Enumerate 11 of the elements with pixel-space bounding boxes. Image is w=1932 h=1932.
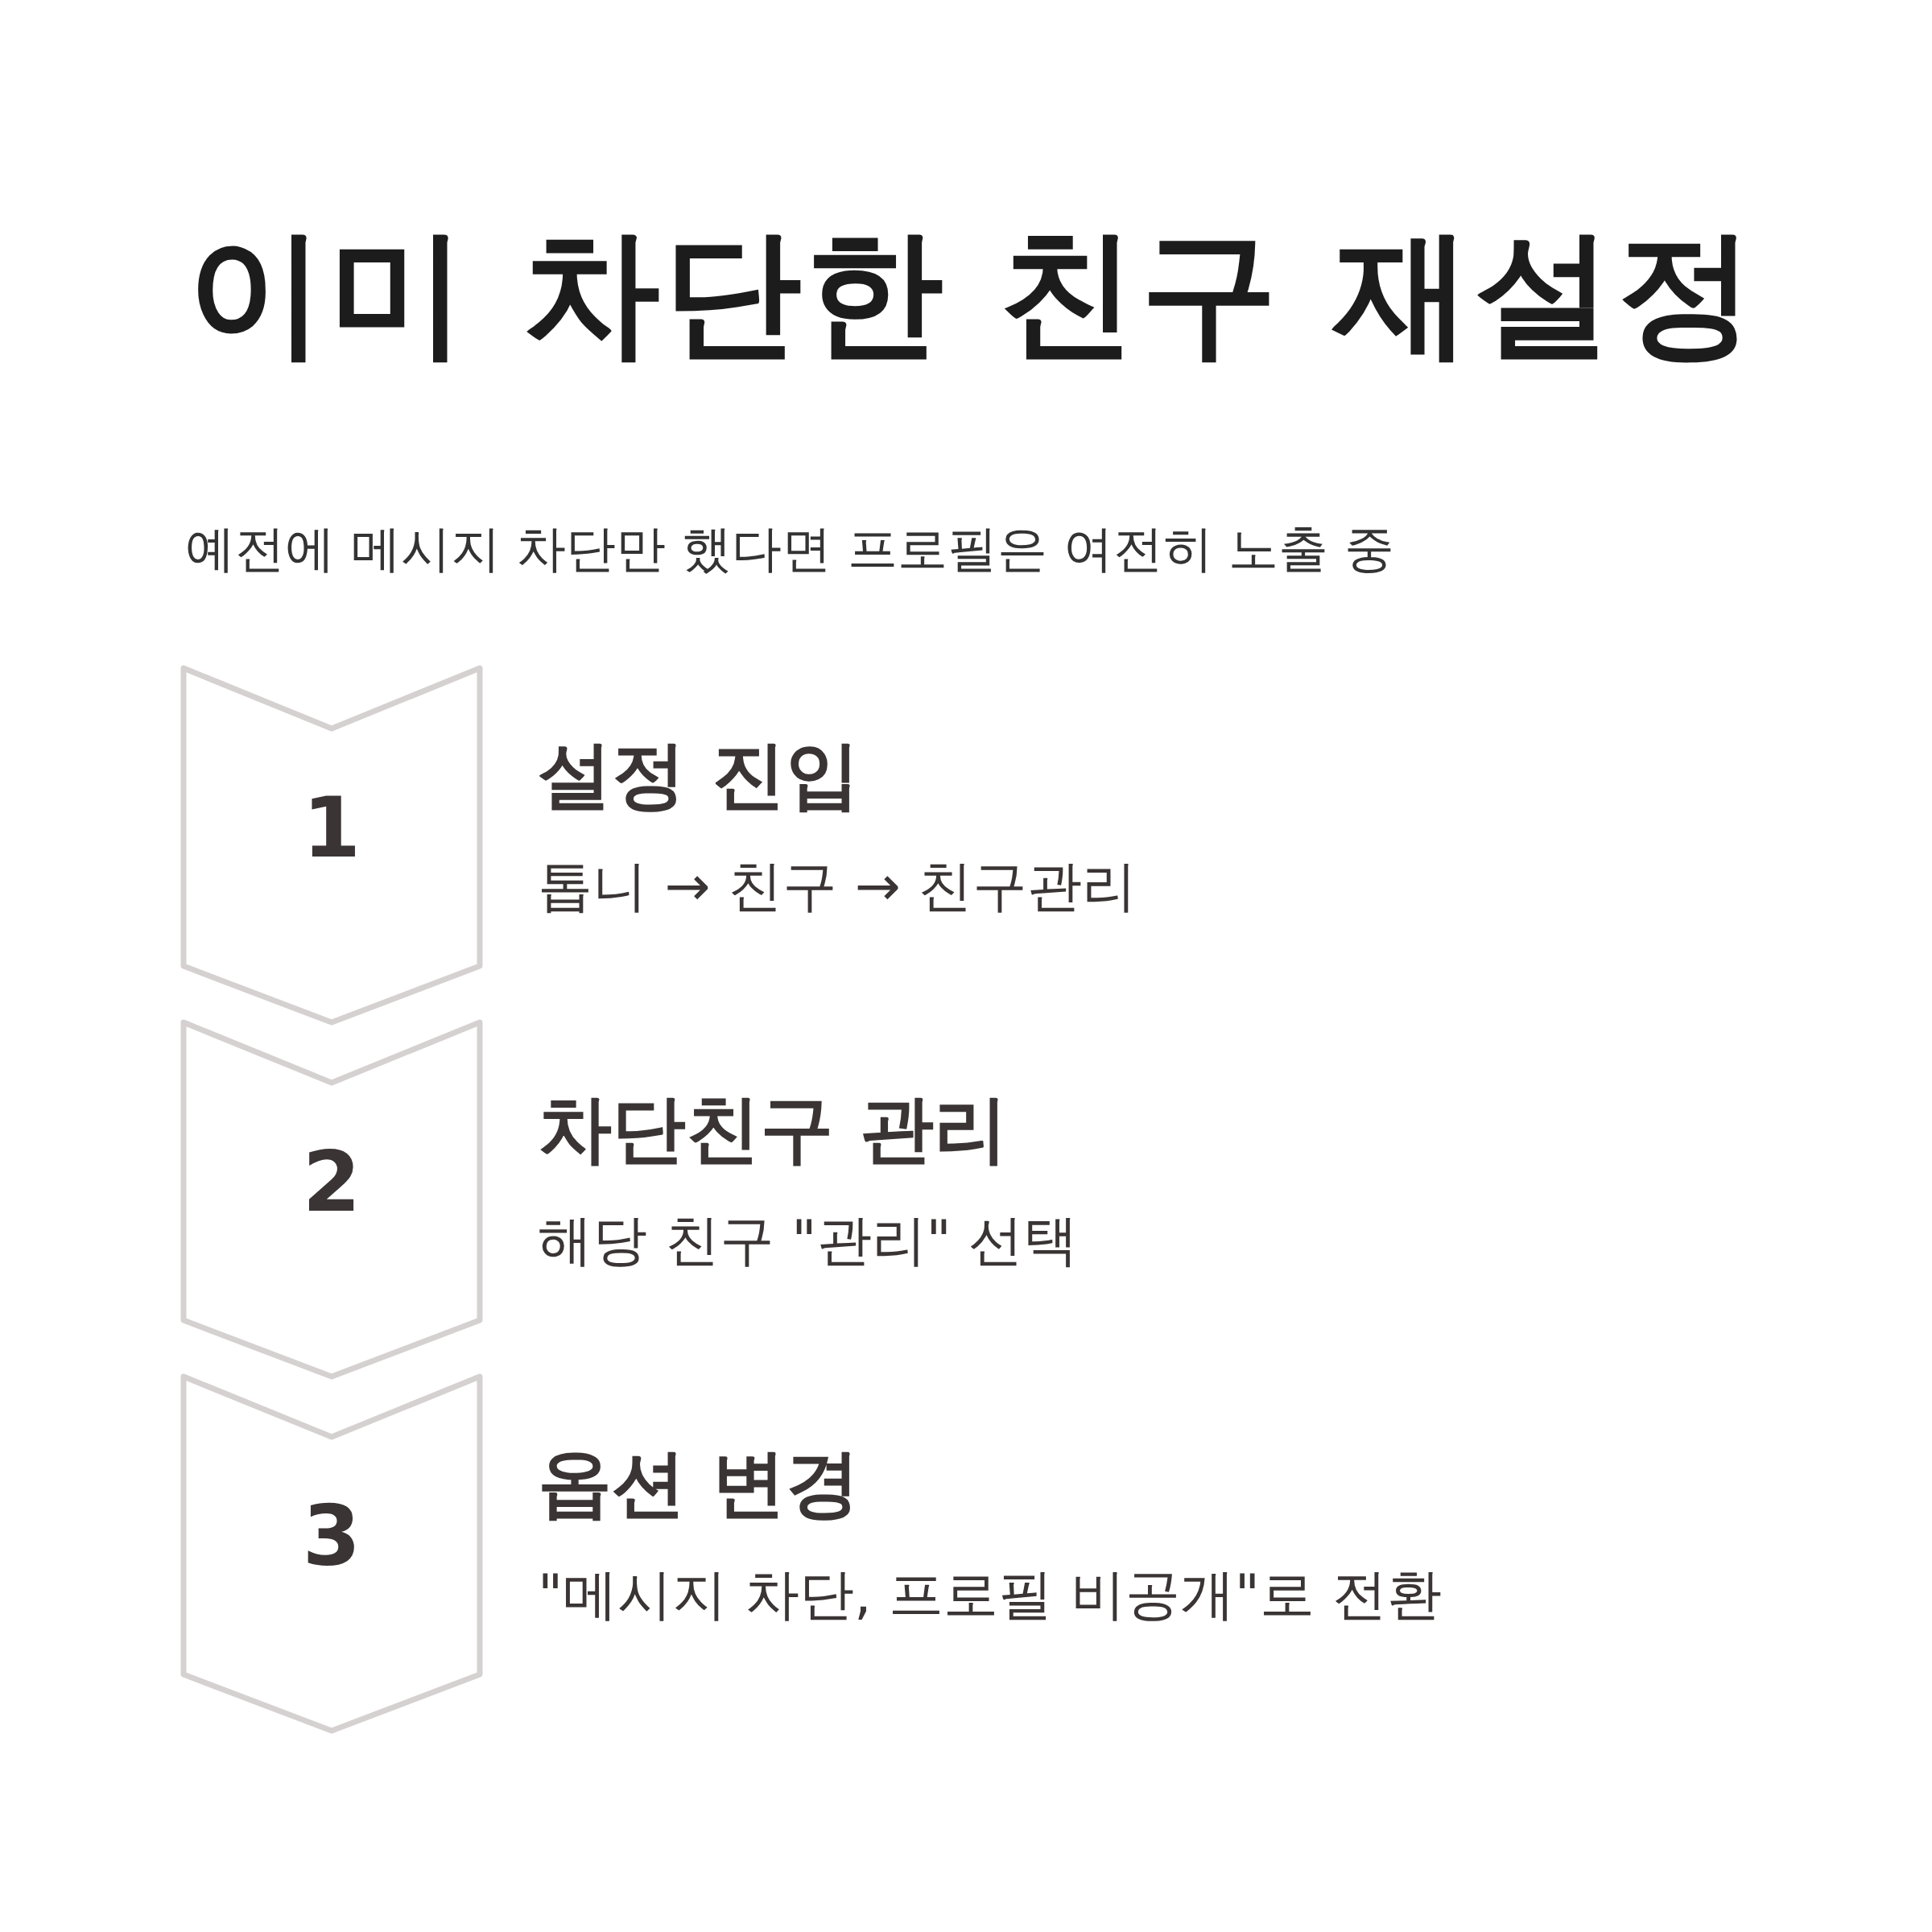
step-heading: 설정 진입 [538,731,861,819]
step-description: 톱니 → 친구 → 친구관리 [538,853,1137,919]
title: 이미 차단한 친구 재설정 [187,211,1758,375]
step-heading: 차단친구 관리 [538,1085,1009,1174]
subtitle: 예전에 메시지 차단만 했다면 프로필은 여전히 노출 중 [185,518,1394,580]
step-number: 1 [301,786,362,869]
step-description: 해당 친구 "관리" 선택 [538,1208,1079,1274]
step-number: 3 [301,1494,362,1578]
step-number: 2 [301,1140,362,1224]
step-heading: 옵션 변경 [538,1439,861,1528]
step-description: "메시지 차단, 프로필 비공개"로 전환 [538,1562,1442,1628]
